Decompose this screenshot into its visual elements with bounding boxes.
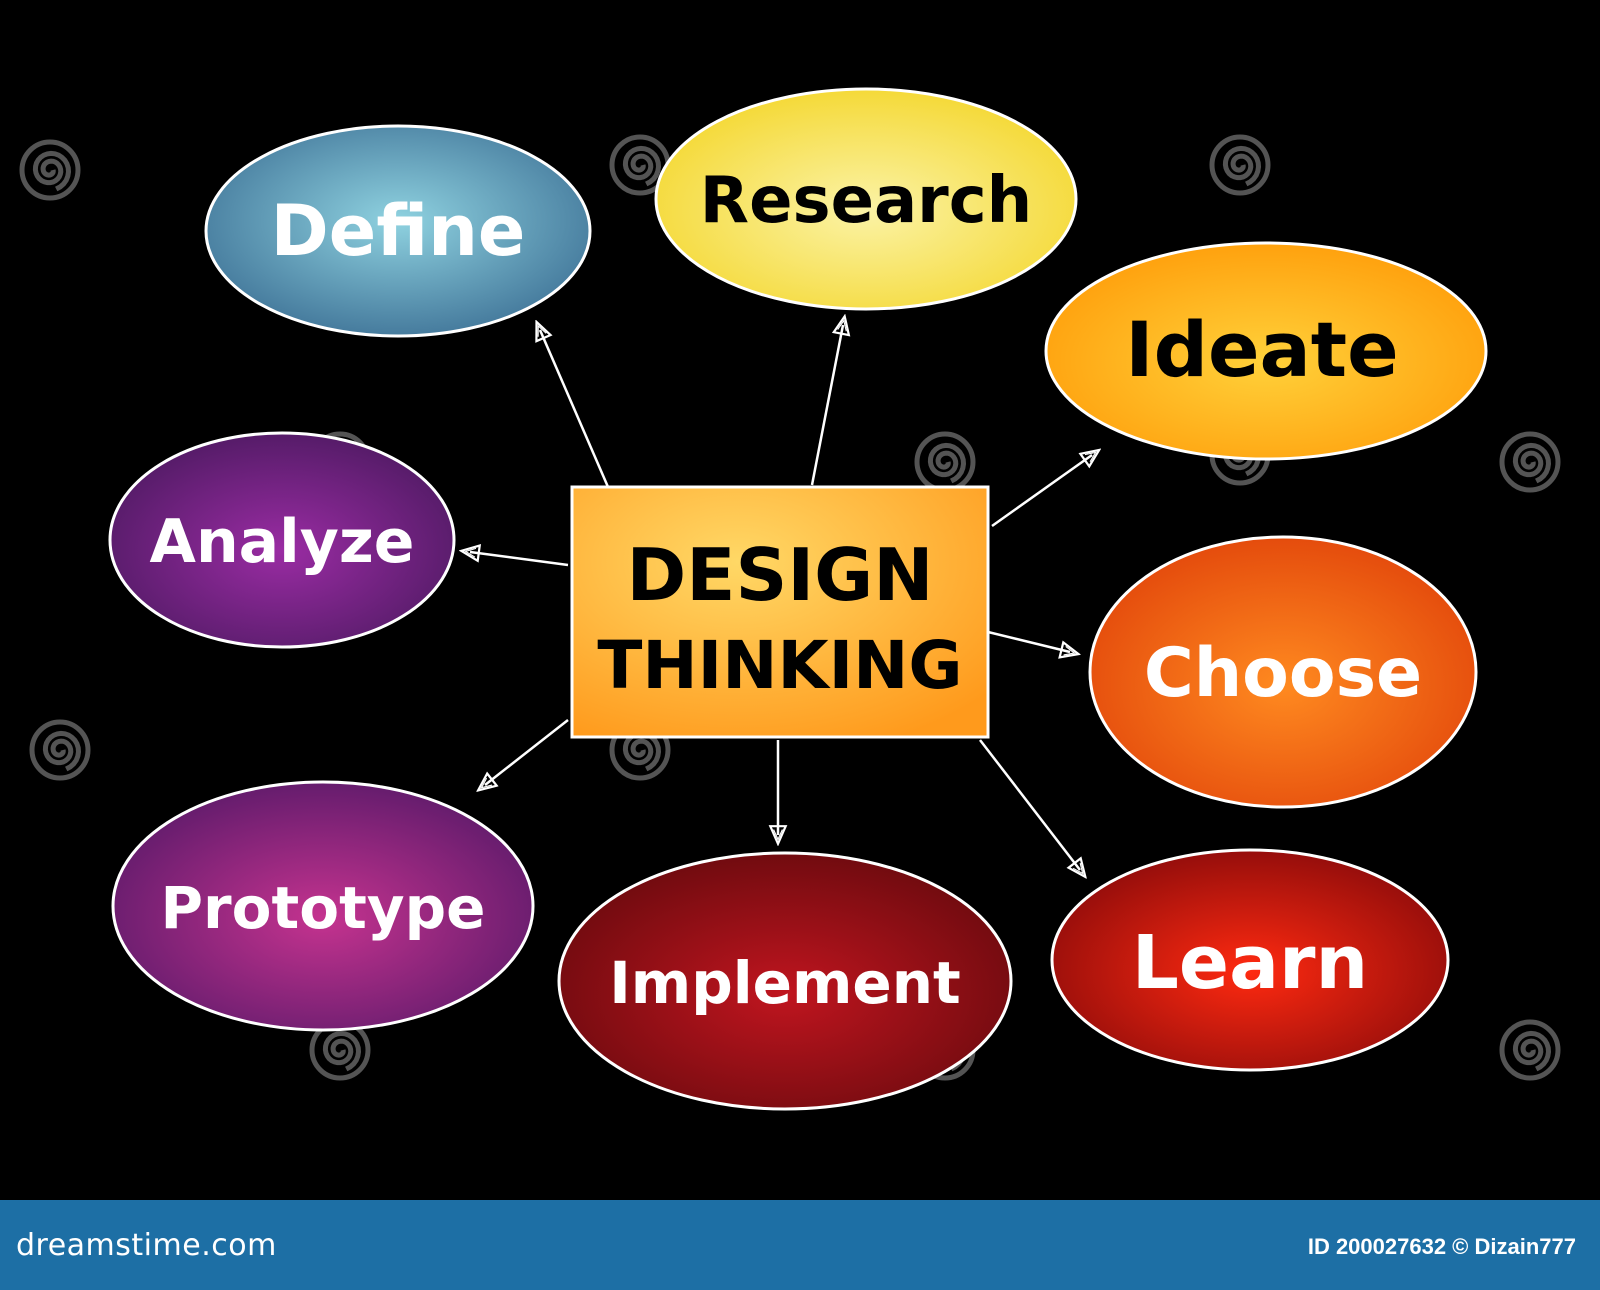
spiral-icon [1499, 1019, 1561, 1081]
node-analyze: Analyze [108, 431, 456, 649]
arrow-to-research [810, 325, 843, 486]
node-choose: Choose [1088, 535, 1478, 809]
footer-brand[interactable]: dreamstime.com [16, 1228, 277, 1263]
node-define-label: Define [271, 190, 526, 272]
center-topic-line1: DESIGN [627, 533, 934, 617]
spiral-icon [1209, 134, 1271, 196]
arrow-to-define [540, 330, 610, 488]
footer-credit: ID 200027632 © Dizain777 [1307, 1234, 1576, 1259]
node-analyze-label: Analyze [150, 507, 415, 577]
spiral-icon [1499, 431, 1561, 493]
spiral-icon [29, 719, 91, 781]
center-topic-line2: THINKING [597, 627, 962, 704]
node-research: Research [654, 87, 1078, 311]
node-prototype: Prototype [111, 780, 535, 1032]
center-topic: DESIGN THINKING [570, 485, 990, 739]
arrow-to-ideate [991, 455, 1092, 528]
node-define: Define [204, 124, 592, 338]
spiral-icon [914, 431, 976, 493]
arrow-to-learn [979, 739, 1080, 870]
node-choose-label: Choose [1144, 634, 1422, 713]
node-ideate-label: Ideate [1125, 305, 1398, 394]
spiral-icon [19, 139, 81, 201]
node-prototype-label: Prototype [161, 874, 486, 942]
arrow-to-analyze [470, 552, 569, 567]
node-implement-label: Implement [609, 949, 961, 1017]
node-implement: Implement [557, 851, 1013, 1111]
node-ideate: Ideate [1044, 241, 1488, 461]
arrow-to-prototype [485, 719, 569, 785]
connectors [470, 325, 1092, 870]
mind-map-canvas: DESIGN THINKING Define Research Ideate A… [19, 87, 1561, 1111]
mind-map: DESIGN THINKING Define Research Ideate A… [19, 87, 1561, 1111]
arrow-to-choose [987, 630, 1070, 652]
node-learn: Learn [1050, 848, 1450, 1072]
footer-bar: dreamstime.com ID 200027632 © Dizain777 [0, 1200, 1600, 1290]
node-research-label: Research [700, 164, 1032, 238]
node-learn-label: Learn [1132, 920, 1368, 1006]
